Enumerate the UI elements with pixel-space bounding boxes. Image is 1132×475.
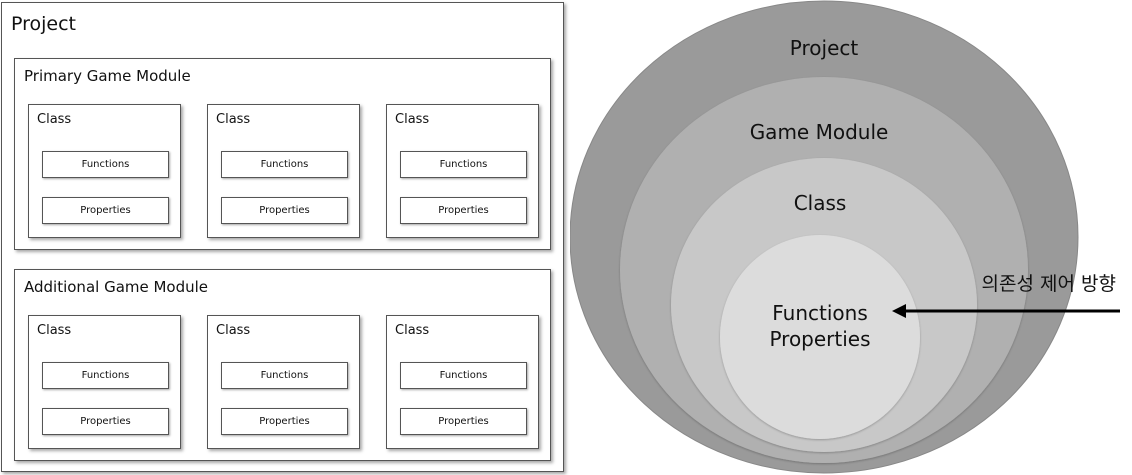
dependency-direction-label: 의존성 제어 방향 [982, 273, 1116, 295]
functions-properties-circle [720, 235, 920, 439]
properties-label: Properties [769, 327, 870, 351]
class-label: Class [794, 191, 847, 215]
functions-box: Functions [221, 362, 348, 389]
additional-game-module-box: Additional Game Module Class Functions P… [14, 269, 551, 461]
properties-box: Properties [400, 197, 527, 224]
functions-label: Functions [772, 301, 868, 325]
module-title: Additional Game Module [24, 278, 209, 296]
class-box: Class Functions Properties [207, 315, 360, 449]
module-title: Primary Game Module [24, 67, 191, 85]
class-title: Class [216, 323, 251, 338]
class-title: Class [37, 323, 72, 338]
class-box: Class Functions Properties [386, 104, 539, 238]
class-box: Class Functions Properties [28, 104, 181, 238]
class-box: Class Functions Properties [386, 315, 539, 449]
project-title: Project [11, 13, 77, 35]
class-box: Class Functions Properties [207, 104, 360, 238]
game-module-label: Game Module [750, 120, 889, 144]
project-label: Project [790, 36, 859, 60]
functions-box: Functions [400, 362, 527, 389]
primary-game-module-box: Primary Game Module Class Functions Prop… [14, 58, 551, 250]
concentric-circles-diagram: Project Game Module Class Functions Prop… [570, 0, 1120, 474]
class-title: Class [395, 112, 430, 127]
class-title: Class [395, 323, 430, 338]
functions-box: Functions [42, 151, 169, 178]
project-box: Project Primary Game Module Class Functi… [1, 2, 564, 472]
properties-box: Properties [221, 197, 348, 224]
class-title: Class [216, 112, 251, 127]
properties-box: Properties [42, 408, 169, 435]
functions-box: Functions [221, 151, 348, 178]
properties-box: Properties [42, 197, 169, 224]
functions-box: Functions [400, 151, 527, 178]
functions-box: Functions [42, 362, 169, 389]
class-title: Class [37, 112, 72, 127]
properties-box: Properties [400, 408, 527, 435]
properties-box: Properties [221, 408, 348, 435]
class-box: Class Functions Properties [28, 315, 181, 449]
dependency-arrowhead [892, 304, 906, 318]
